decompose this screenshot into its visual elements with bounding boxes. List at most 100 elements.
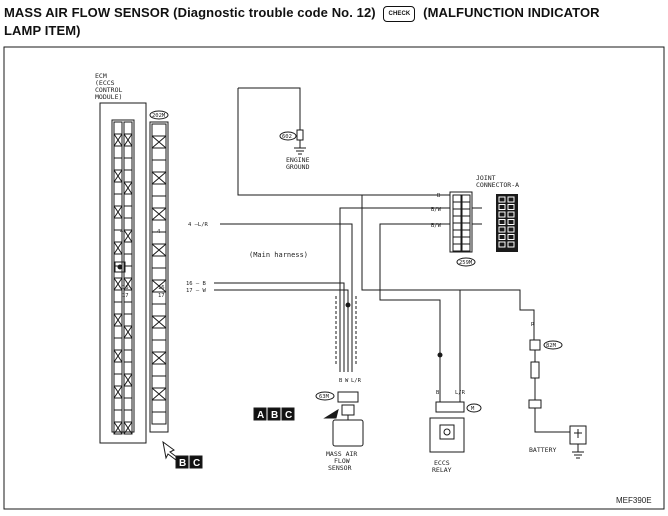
unused-pin-cross: [151, 351, 167, 365]
harness-wires: B B/W B/W 4 —L/R 16 — B 17 — W (Main har…: [186, 193, 482, 385]
connector-cell: [452, 243, 462, 252]
relay-label-0: ECCS: [434, 459, 450, 467]
connector-cell: [151, 363, 167, 377]
joint-face-cell: [498, 204, 506, 210]
connector-cells: [151, 123, 167, 425]
joint-face-cell: [507, 241, 515, 248]
connector-cell: [113, 325, 123, 339]
connector-cell: [113, 289, 123, 303]
connector-cell: [123, 385, 133, 399]
connector-cell: [461, 222, 471, 231]
connector-cell: [151, 195, 167, 209]
relay-coil: [439, 424, 455, 440]
connector-cell: [123, 145, 133, 159]
joint-face-cell: [507, 204, 515, 210]
splice-dot: [437, 352, 443, 358]
maf-pin-b: B: [339, 378, 343, 384]
eccs-relay: B L/R M ECCS RELAY: [429, 385, 482, 474]
relay-pin-b: B: [436, 390, 440, 396]
joint-face-cells: [498, 196, 515, 248]
connector-cell: [123, 361, 133, 375]
battery-label: BATTERY: [529, 446, 556, 454]
connector-cell: [113, 193, 123, 207]
wire-w-ecm: [214, 289, 349, 372]
wire-b-relay: [361, 195, 461, 385]
ecm-label-1: (ECCS: [95, 79, 115, 87]
joint-face-cell: [498, 211, 506, 218]
ecm-callouts: B C: [162, 440, 203, 469]
mass-air-flow-sensor: B W L/R 63M MASS AIR FLOW SENSOR: [315, 378, 364, 472]
wire-label-pin4: 4 —L/R: [188, 222, 209, 228]
ground-wire: [237, 88, 450, 196]
ecm-module: ECM (ECCS CONTROL MODULE) 4 16 17: [95, 72, 147, 444]
maf-callout-b: B: [271, 410, 278, 421]
connector-cell: [123, 313, 133, 327]
ecm-body: [99, 102, 147, 444]
maf-pointer-arrow: [323, 408, 339, 419]
connector-cell: [123, 349, 133, 363]
connector-cell: [452, 215, 462, 224]
unused-pin-cross: [113, 349, 123, 363]
maf-callout-a: A: [257, 410, 264, 421]
relay-contact: [443, 428, 451, 436]
ground-label-1: GROUND: [286, 163, 310, 171]
connector-cell: [113, 421, 123, 435]
connector-cell: [113, 373, 123, 387]
ecm-callout-b: B: [179, 458, 186, 469]
diagram-frame: [3, 46, 665, 510]
maf-label-1: FLOW: [334, 457, 350, 465]
connector-cell: [452, 236, 462, 245]
maf-neck: [341, 404, 355, 416]
unused-pin-cross: [123, 229, 133, 243]
unused-pin-cross: [113, 205, 123, 219]
ecm-label-2: CONTROL: [95, 86, 122, 94]
diagram-title: MASS AIR FLOW SENSOR (Diagnostic trouble…: [4, 4, 664, 39]
connector-cell: [452, 229, 462, 238]
connector-cell: [123, 157, 133, 171]
engine-ground: 602 ENGINE GROUND: [237, 87, 450, 196]
connector-cell: [461, 236, 471, 245]
maf-callout-box-b: [267, 407, 281, 421]
connector-cell: [151, 123, 167, 137]
ecm-callout-box-b: [175, 455, 189, 469]
connector-cell: [461, 229, 471, 238]
wire-lr: [220, 223, 353, 372]
connector-cell: [151, 267, 167, 281]
connector-cell: [151, 399, 167, 413]
battery-circuit: R 82M BATTERY: [460, 289, 587, 459]
connector-cell: [461, 215, 471, 224]
connector-cell: [452, 194, 462, 203]
ecm-pin-17: 17: [122, 293, 129, 299]
ecm-connector-badge: [149, 110, 169, 120]
unused-pin-cross: [123, 277, 133, 291]
connector-cell: [151, 375, 167, 389]
battery-wire: [534, 408, 570, 433]
fusible-link: [530, 361, 540, 379]
wire-label-bw1: B/W: [431, 207, 442, 213]
connector-cell: [123, 193, 133, 207]
unused-pin-cross: [113, 169, 123, 183]
joint-face-cell: [507, 219, 515, 225]
wire-label-bw2: B/W: [431, 223, 442, 229]
relay-label-1: RELAY: [432, 466, 452, 474]
unused-pin-cross: [123, 181, 133, 195]
connector-cell: [123, 205, 133, 219]
ecm-label-3: MODULE): [95, 93, 122, 101]
connector-cell: [151, 147, 167, 161]
joint-face-cell: [507, 211, 515, 218]
unused-pin-cross: [151, 279, 167, 293]
relay-connector: [435, 401, 465, 413]
ecm-connector-body: [149, 121, 169, 433]
connector-cell: [461, 201, 471, 210]
connector-cell: [151, 327, 167, 341]
title-line2: LAMP ITEM): [4, 22, 81, 38]
connector-cell: [452, 222, 462, 231]
connector-cell: [113, 157, 123, 171]
joint-connector-a: JOINT CONNECTOR-A 259M: [449, 174, 519, 267]
connector-cell: [123, 241, 133, 255]
joint-face-cell: [498, 226, 506, 233]
connector-cell: [113, 337, 123, 351]
maf-label-0: MASS AIR: [326, 450, 357, 458]
ecm-pin-column: [111, 119, 135, 433]
